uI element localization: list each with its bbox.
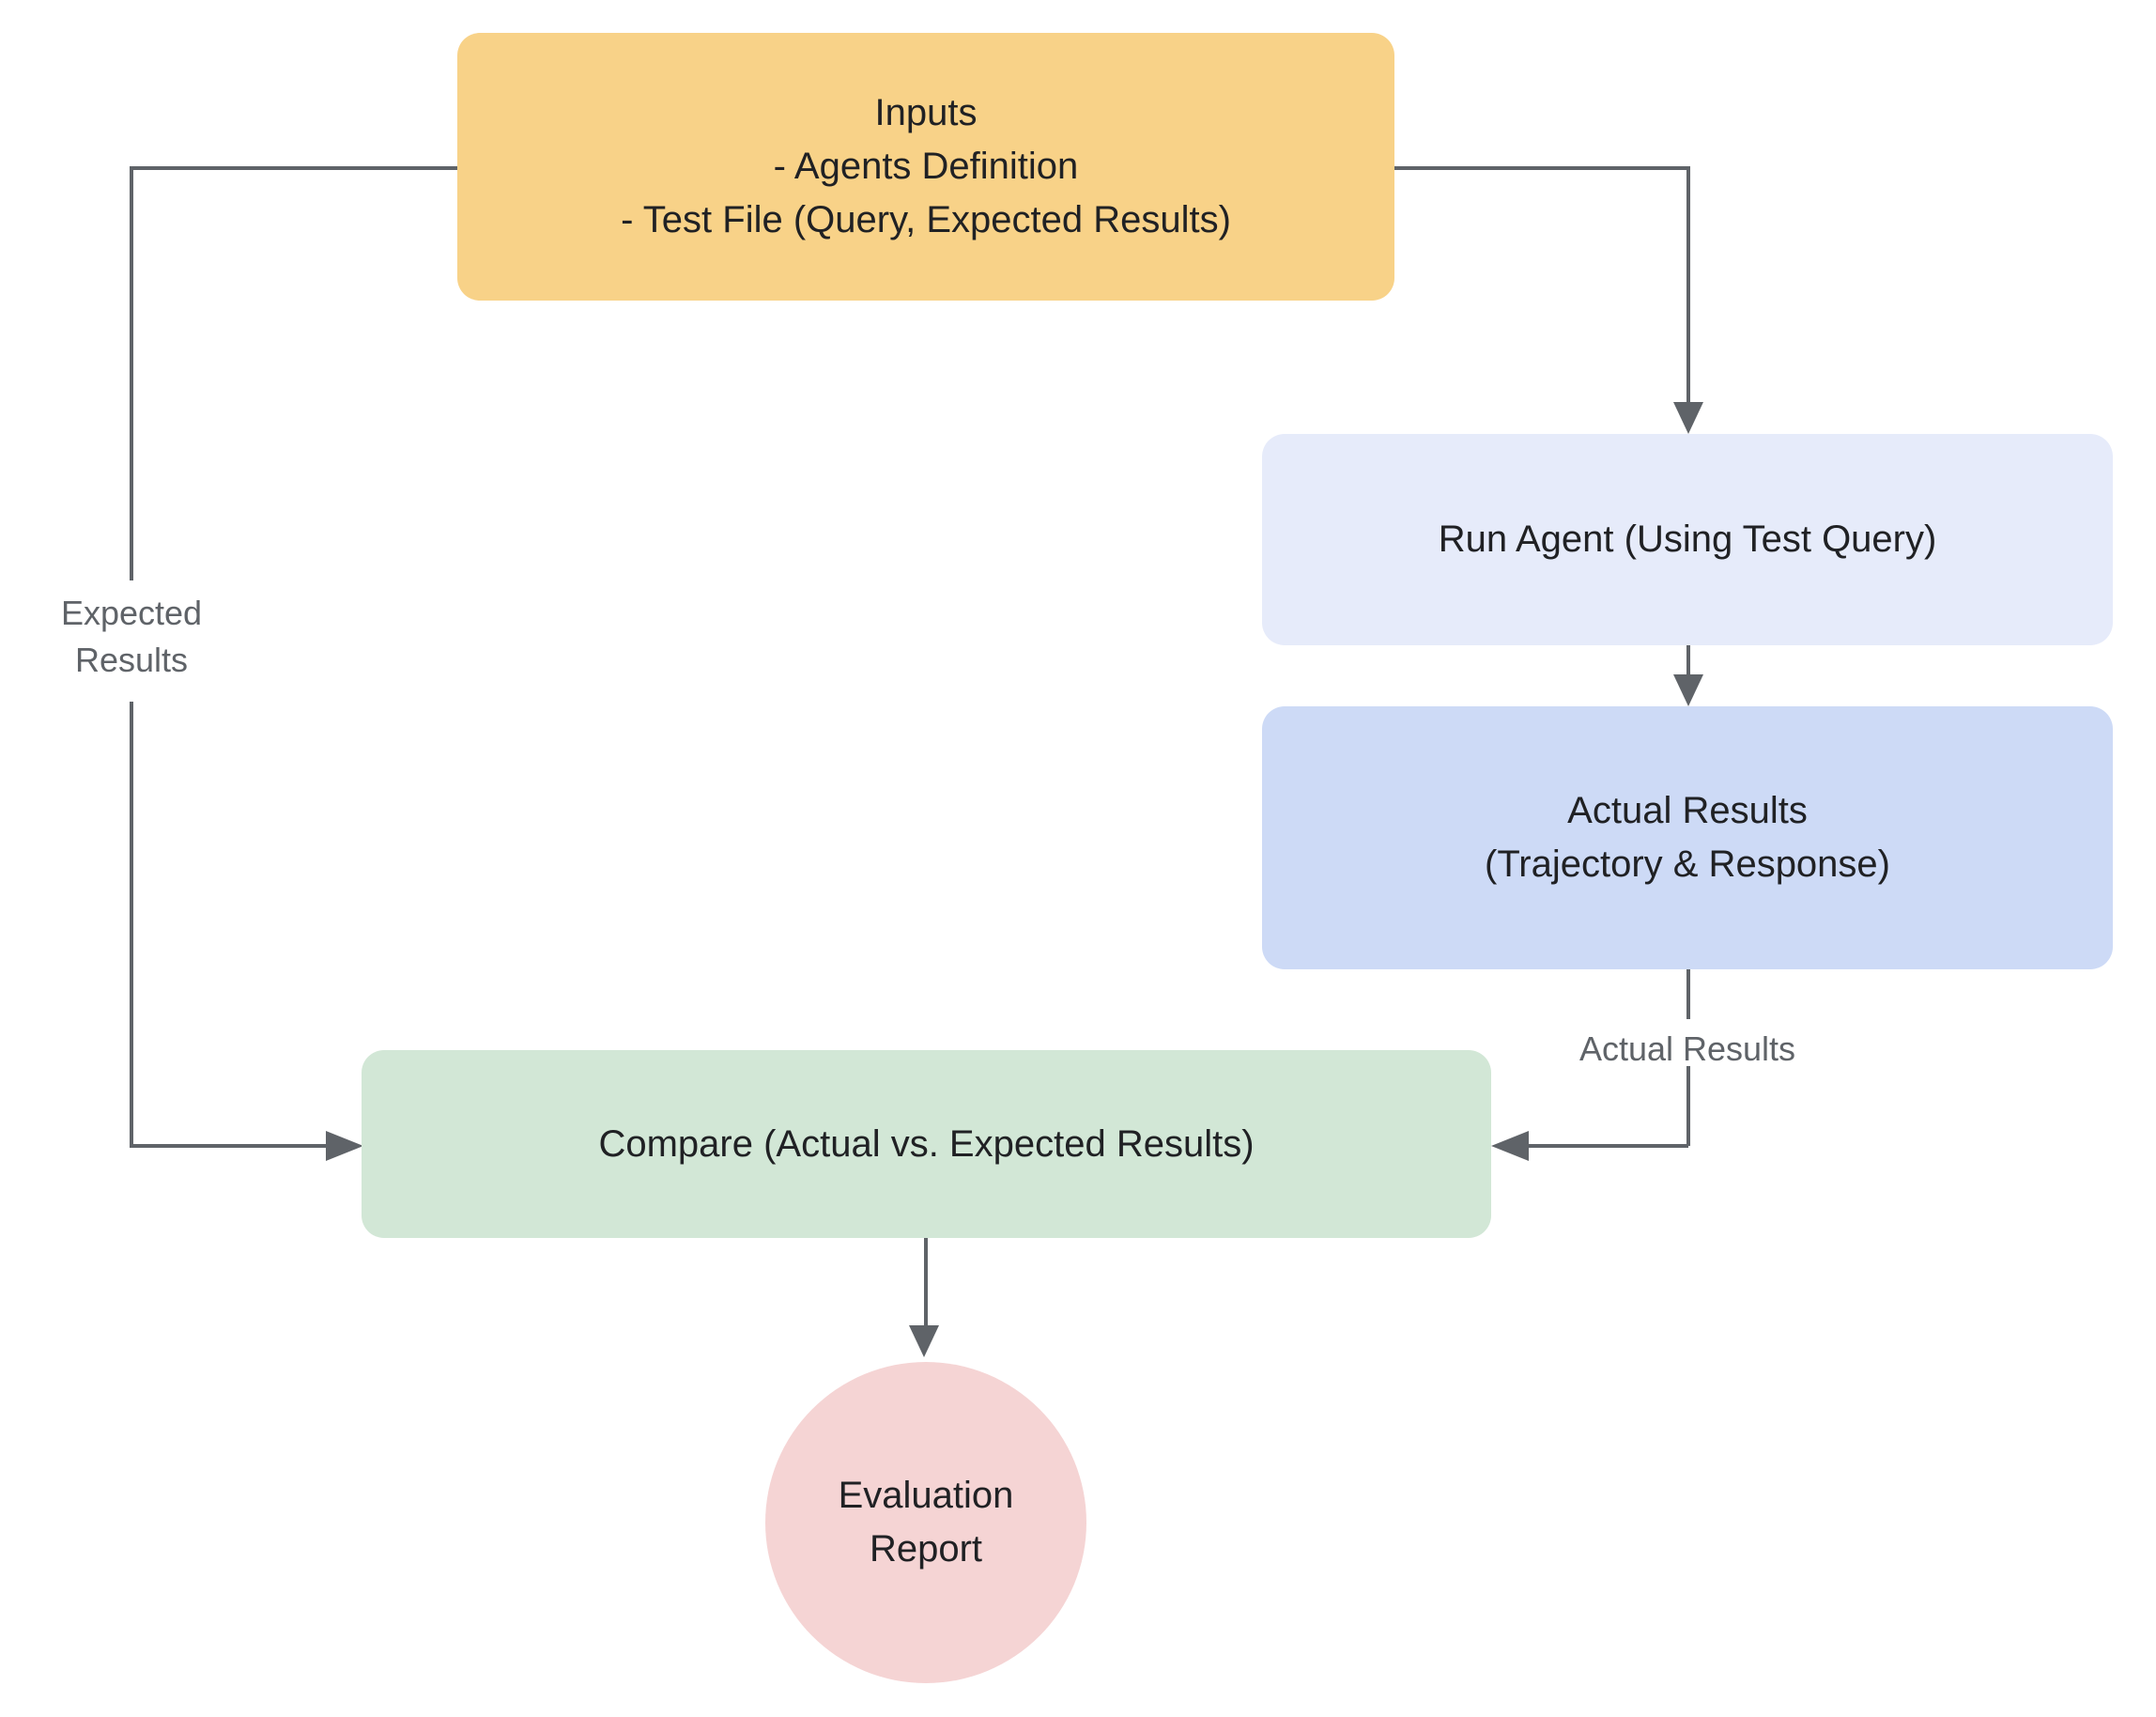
edge-label-expected-results-line1: Expected [60, 594, 203, 632]
arrowhead-into-run-agent-icon [1673, 402, 1703, 434]
arrowhead-into-actual-results-icon [1673, 674, 1703, 706]
arrowhead-into-evaluation-icon [909, 1325, 939, 1357]
connector-expected-results-vertical-upper [130, 166, 133, 580]
connector-inputs-to-compare-top [131, 166, 457, 170]
node-evaluation-report-line1: Evaluation [838, 1475, 1014, 1516]
node-run-agent-label: Run Agent (Using Test Query) [1438, 518, 1937, 560]
node-evaluation-report: Evaluation Report [765, 1362, 1086, 1683]
node-evaluation-report-line2: Report [869, 1528, 983, 1570]
connector-actual-results-vertical-upper [1686, 969, 1690, 1019]
edge-label-expected-results-line2: Results [74, 641, 189, 679]
connector-actual-results-vertical-lower [1686, 1066, 1690, 1146]
node-inputs-item-test-file: - Test File (Query, Expected Results) [621, 199, 1231, 240]
node-actual-results-line2: (Trajectory & Response) [1485, 843, 1890, 885]
node-inputs: Inputs - Agents Definition - Test File (… [457, 33, 1394, 301]
node-actual-results-line1: Actual Results [1567, 790, 1808, 831]
arrowhead-into-compare-right-icon [1491, 1131, 1529, 1161]
node-compare: Compare (Actual vs. Expected Results) [362, 1050, 1491, 1238]
connector-inputs-to-run-agent-vertical [1686, 166, 1690, 402]
connector-compare-to-evaluation [924, 1238, 928, 1325]
node-actual-results: Actual Results (Trajectory & Response) [1262, 706, 2113, 969]
node-run-agent: Run Agent (Using Test Query) [1262, 434, 2113, 645]
node-compare-label: Compare (Actual vs. Expected Results) [598, 1122, 1255, 1165]
connector-expected-results-vertical-lower [130, 702, 133, 1146]
connector-inputs-to-run-agent-horizontal [1394, 166, 1688, 170]
connector-expected-results-horizontal [130, 1144, 326, 1148]
connector-run-agent-to-actual-results [1686, 645, 1690, 674]
node-inputs-item-agents-definition: - Agents Definition [773, 146, 1079, 187]
node-inputs-title: Inputs [874, 92, 978, 133]
edge-label-expected-results: Expected Results [19, 590, 244, 684]
arrowhead-into-compare-left-icon [326, 1131, 363, 1161]
edge-label-actual-results: Actual Results [1578, 1029, 1796, 1068]
connector-actual-results-horizontal [1529, 1144, 1688, 1148]
